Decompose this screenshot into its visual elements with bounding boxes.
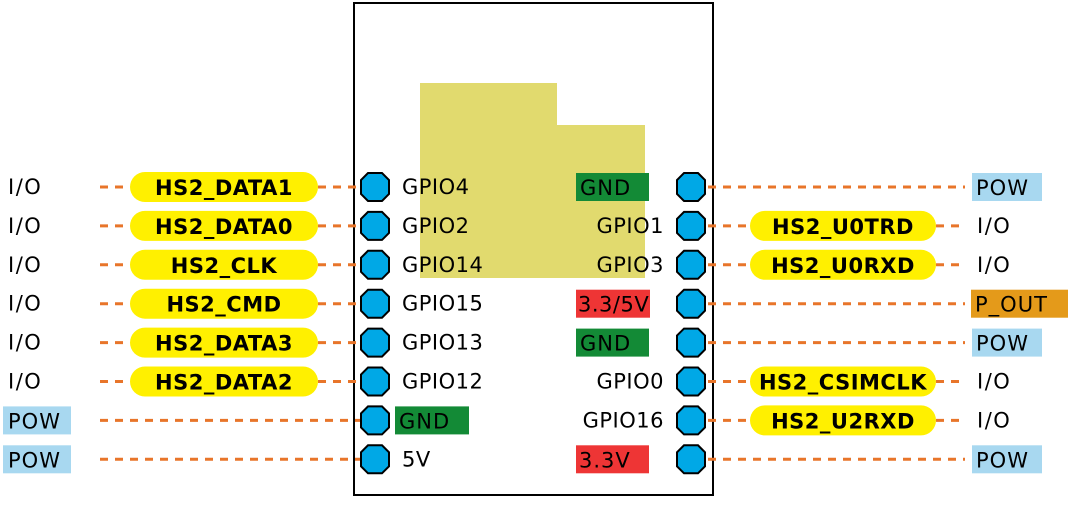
pow-label: POW — [976, 176, 1029, 200]
pow-label: POW — [976, 448, 1029, 472]
power-badge — [576, 289, 650, 318]
pin-connector — [676, 210, 706, 241]
io-type-label: I/O — [977, 253, 1011, 277]
pow-badge — [972, 328, 1042, 357]
pow-badge — [972, 445, 1042, 474]
function-label: HS2_CSIMCLK — [759, 371, 927, 395]
pin-label: 5V — [402, 447, 431, 471]
function-label: HS2_CMD — [166, 293, 281, 317]
pin-label: GPIO1 — [596, 214, 664, 238]
pin-label: GPIO12 — [402, 370, 483, 394]
pin-connector — [360, 249, 390, 280]
io-type-label: I/O — [8, 175, 42, 199]
gnd-badge — [395, 406, 469, 435]
function-pill — [750, 366, 936, 397]
power-label: 3.3V — [579, 448, 631, 472]
function-pill — [130, 327, 318, 358]
chip-area — [420, 83, 645, 278]
function-label: HS2_U2RXD — [771, 409, 915, 433]
pin-label: GPIO4 — [402, 175, 470, 199]
pin-connector — [676, 172, 706, 202]
board-outline — [353, 2, 714, 496]
pin-connector — [360, 288, 390, 319]
pin-connector — [676, 366, 706, 397]
function-label: HS2_DATA2 — [155, 371, 293, 395]
pin-connector — [676, 444, 706, 475]
pin-connector — [676, 249, 706, 280]
pow-badge — [3, 406, 71, 435]
io-type-label: I/O — [977, 408, 1011, 432]
pow-badge — [972, 173, 1042, 201]
p-out-label: P_OUT — [975, 293, 1048, 318]
io-type-label: I/O — [977, 370, 1011, 394]
pin-label: GPIO13 — [402, 331, 483, 355]
io-type-label: I/O — [8, 370, 42, 394]
gnd-badge — [576, 328, 649, 357]
pin-label: GPIO0 — [596, 370, 664, 394]
pow-badge — [3, 445, 71, 474]
pin-label: GPIO16 — [583, 408, 664, 432]
io-type-label: I/O — [8, 253, 42, 277]
gnd-label: GND — [580, 332, 631, 356]
function-pill — [130, 172, 318, 202]
function-label: HS2_DATA1 — [155, 176, 293, 200]
function-pill — [130, 210, 318, 241]
io-type-label: I/O — [8, 214, 42, 238]
io-type-label: I/O — [977, 214, 1011, 238]
function-label: HS2_DATA3 — [155, 332, 293, 356]
io-type-label: I/O — [8, 292, 42, 316]
pin-label: GPIO2 — [402, 214, 470, 238]
pin-label: GPIO15 — [402, 292, 483, 316]
pow-label: POW — [976, 332, 1029, 356]
pin-connector — [360, 444, 390, 475]
io-type-label: I/O — [8, 331, 42, 355]
pin-connector — [360, 210, 390, 241]
function-label: HS2_DATA0 — [155, 215, 293, 239]
function-pill — [750, 405, 936, 436]
function-label: HS2_U0RXD — [771, 254, 915, 278]
function-pill — [750, 249, 936, 280]
gnd-label: GND — [580, 176, 631, 200]
pin-connector — [360, 172, 390, 202]
pin-label: GPIO14 — [402, 253, 483, 277]
pin-connector — [676, 405, 706, 436]
pin-connector — [676, 327, 706, 358]
power-label: 3.3/5V — [578, 293, 649, 317]
function-pill — [750, 210, 936, 241]
pin-connector — [360, 405, 390, 436]
function-pill — [130, 288, 318, 319]
function-label: HS2_U0TRD — [772, 215, 914, 239]
pin-connector — [360, 327, 390, 358]
pin-label: GPIO3 — [596, 253, 664, 277]
function-pill — [130, 249, 318, 280]
pow-label: POW — [8, 448, 61, 472]
pin-connector — [360, 366, 390, 397]
pow-label: POW — [8, 409, 61, 433]
gnd-label: GND — [399, 409, 450, 433]
function-pill — [130, 366, 318, 397]
power-badge — [576, 445, 649, 474]
function-label: HS2_CLK — [171, 254, 278, 278]
pin-connector — [676, 288, 706, 319]
p-out-badge — [971, 289, 1068, 318]
gnd-badge — [576, 173, 649, 201]
